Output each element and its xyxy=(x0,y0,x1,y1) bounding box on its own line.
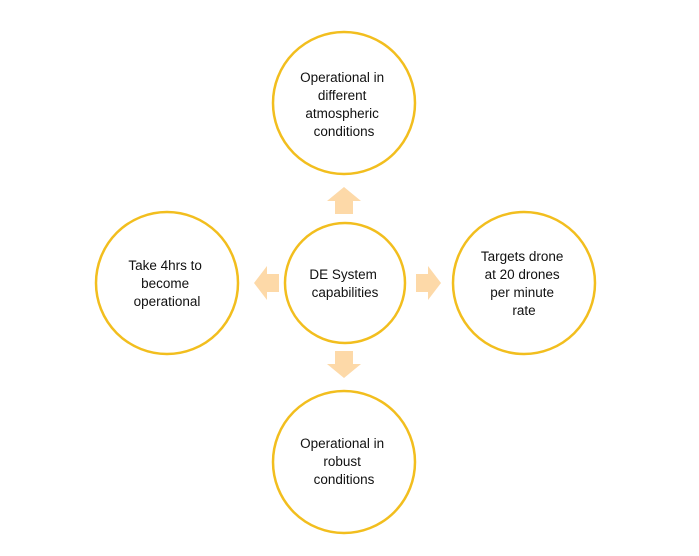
arrow-left xyxy=(254,266,279,300)
arrow-up xyxy=(327,187,361,214)
node-top: Operational in different atmospheric con… xyxy=(271,30,417,176)
node-center-label: DE System capabilities xyxy=(309,267,380,300)
node-bottom-label: Operational in robust conditions xyxy=(300,436,388,487)
node-top-label: Operational in different atmospheric con… xyxy=(300,70,388,139)
node-center-circle xyxy=(283,221,407,345)
node-left-circle xyxy=(94,210,240,356)
node-right-circle xyxy=(451,210,597,356)
node-bottom: Operational in robust conditions xyxy=(271,389,417,535)
node-left: Take 4hrs to become operational xyxy=(94,210,240,356)
node-right: Targets drone at 20 drones per minute ra… xyxy=(451,210,597,356)
arrow-down xyxy=(327,351,361,378)
node-left-label: Take 4hrs to become operational xyxy=(128,258,205,309)
arrow-right xyxy=(416,266,441,300)
node-bottom-circle xyxy=(271,389,417,535)
node-top-circle xyxy=(271,30,417,176)
node-right-label: Targets drone at 20 drones per minute ra… xyxy=(481,249,567,318)
node-center: DE System capabilities xyxy=(283,221,407,345)
